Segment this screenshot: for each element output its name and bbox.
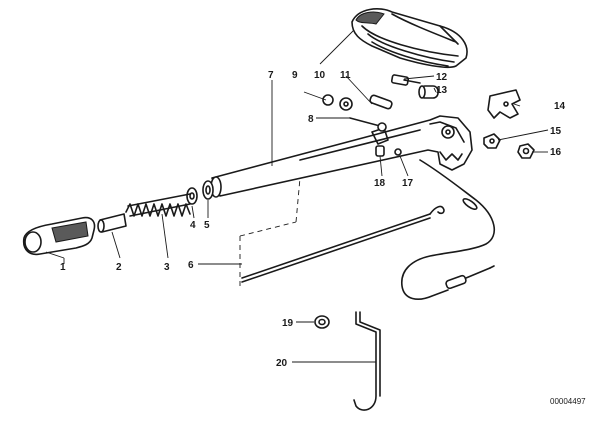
- part-12-bolt: [390, 74, 421, 86]
- part-18-pawl: [375, 145, 385, 157]
- callout-8: 8: [308, 114, 314, 125]
- callout-4: 4: [190, 220, 196, 231]
- part-9-washer: [322, 94, 353, 111]
- callout-16: 16: [550, 147, 562, 158]
- callout-5: 5: [204, 220, 210, 231]
- part-5-washer: [202, 180, 214, 200]
- callout-6: 6: [188, 260, 194, 271]
- part-11-pin: [369, 94, 393, 110]
- part-1-grip: [22, 216, 96, 256]
- diagram-reference-number: 00004497: [550, 397, 586, 406]
- part-7-lever-arm: [210, 115, 473, 198]
- part-4-washer: [186, 187, 198, 205]
- callout-20: 20: [276, 358, 288, 369]
- part-20-hook-rod: [353, 311, 381, 411]
- callout-13: 13: [436, 85, 448, 96]
- callout-14: 14: [554, 101, 566, 112]
- callout-17: 17: [402, 178, 414, 189]
- callout-12: 12: [436, 72, 448, 83]
- leader-lines: [45, 29, 549, 363]
- brake-cable: [401, 159, 496, 300]
- part-16-nut: [517, 143, 535, 159]
- callout-7: 7: [268, 70, 274, 81]
- callout-labels: 1 2 3 4 5 6 7 8 9 10 11 12 13 14 15 16 1…: [60, 70, 586, 406]
- callout-9: 9: [292, 70, 298, 81]
- part-19-nut: [314, 315, 330, 329]
- callout-18: 18: [374, 178, 386, 189]
- part-17-pin: [394, 148, 402, 156]
- part-8-pivot-bolt: [349, 117, 387, 132]
- callout-11: 11: [340, 70, 351, 81]
- callout-15: 15: [550, 126, 562, 137]
- callout-2: 2: [116, 262, 122, 273]
- part-10-lever-boot: [351, 8, 468, 69]
- part-15-clip: [483, 133, 501, 149]
- part-13-bushing: [418, 85, 439, 99]
- part-14-bracket: [487, 89, 521, 119]
- part-3-spring: [125, 193, 191, 217]
- part-2-sleeve: [97, 213, 127, 233]
- callout-19: 19: [282, 318, 294, 329]
- callout-10: 10: [314, 70, 326, 81]
- callout-3: 3: [164, 262, 170, 273]
- part-6-push-rod: [239, 177, 445, 286]
- callout-1: 1: [60, 262, 66, 273]
